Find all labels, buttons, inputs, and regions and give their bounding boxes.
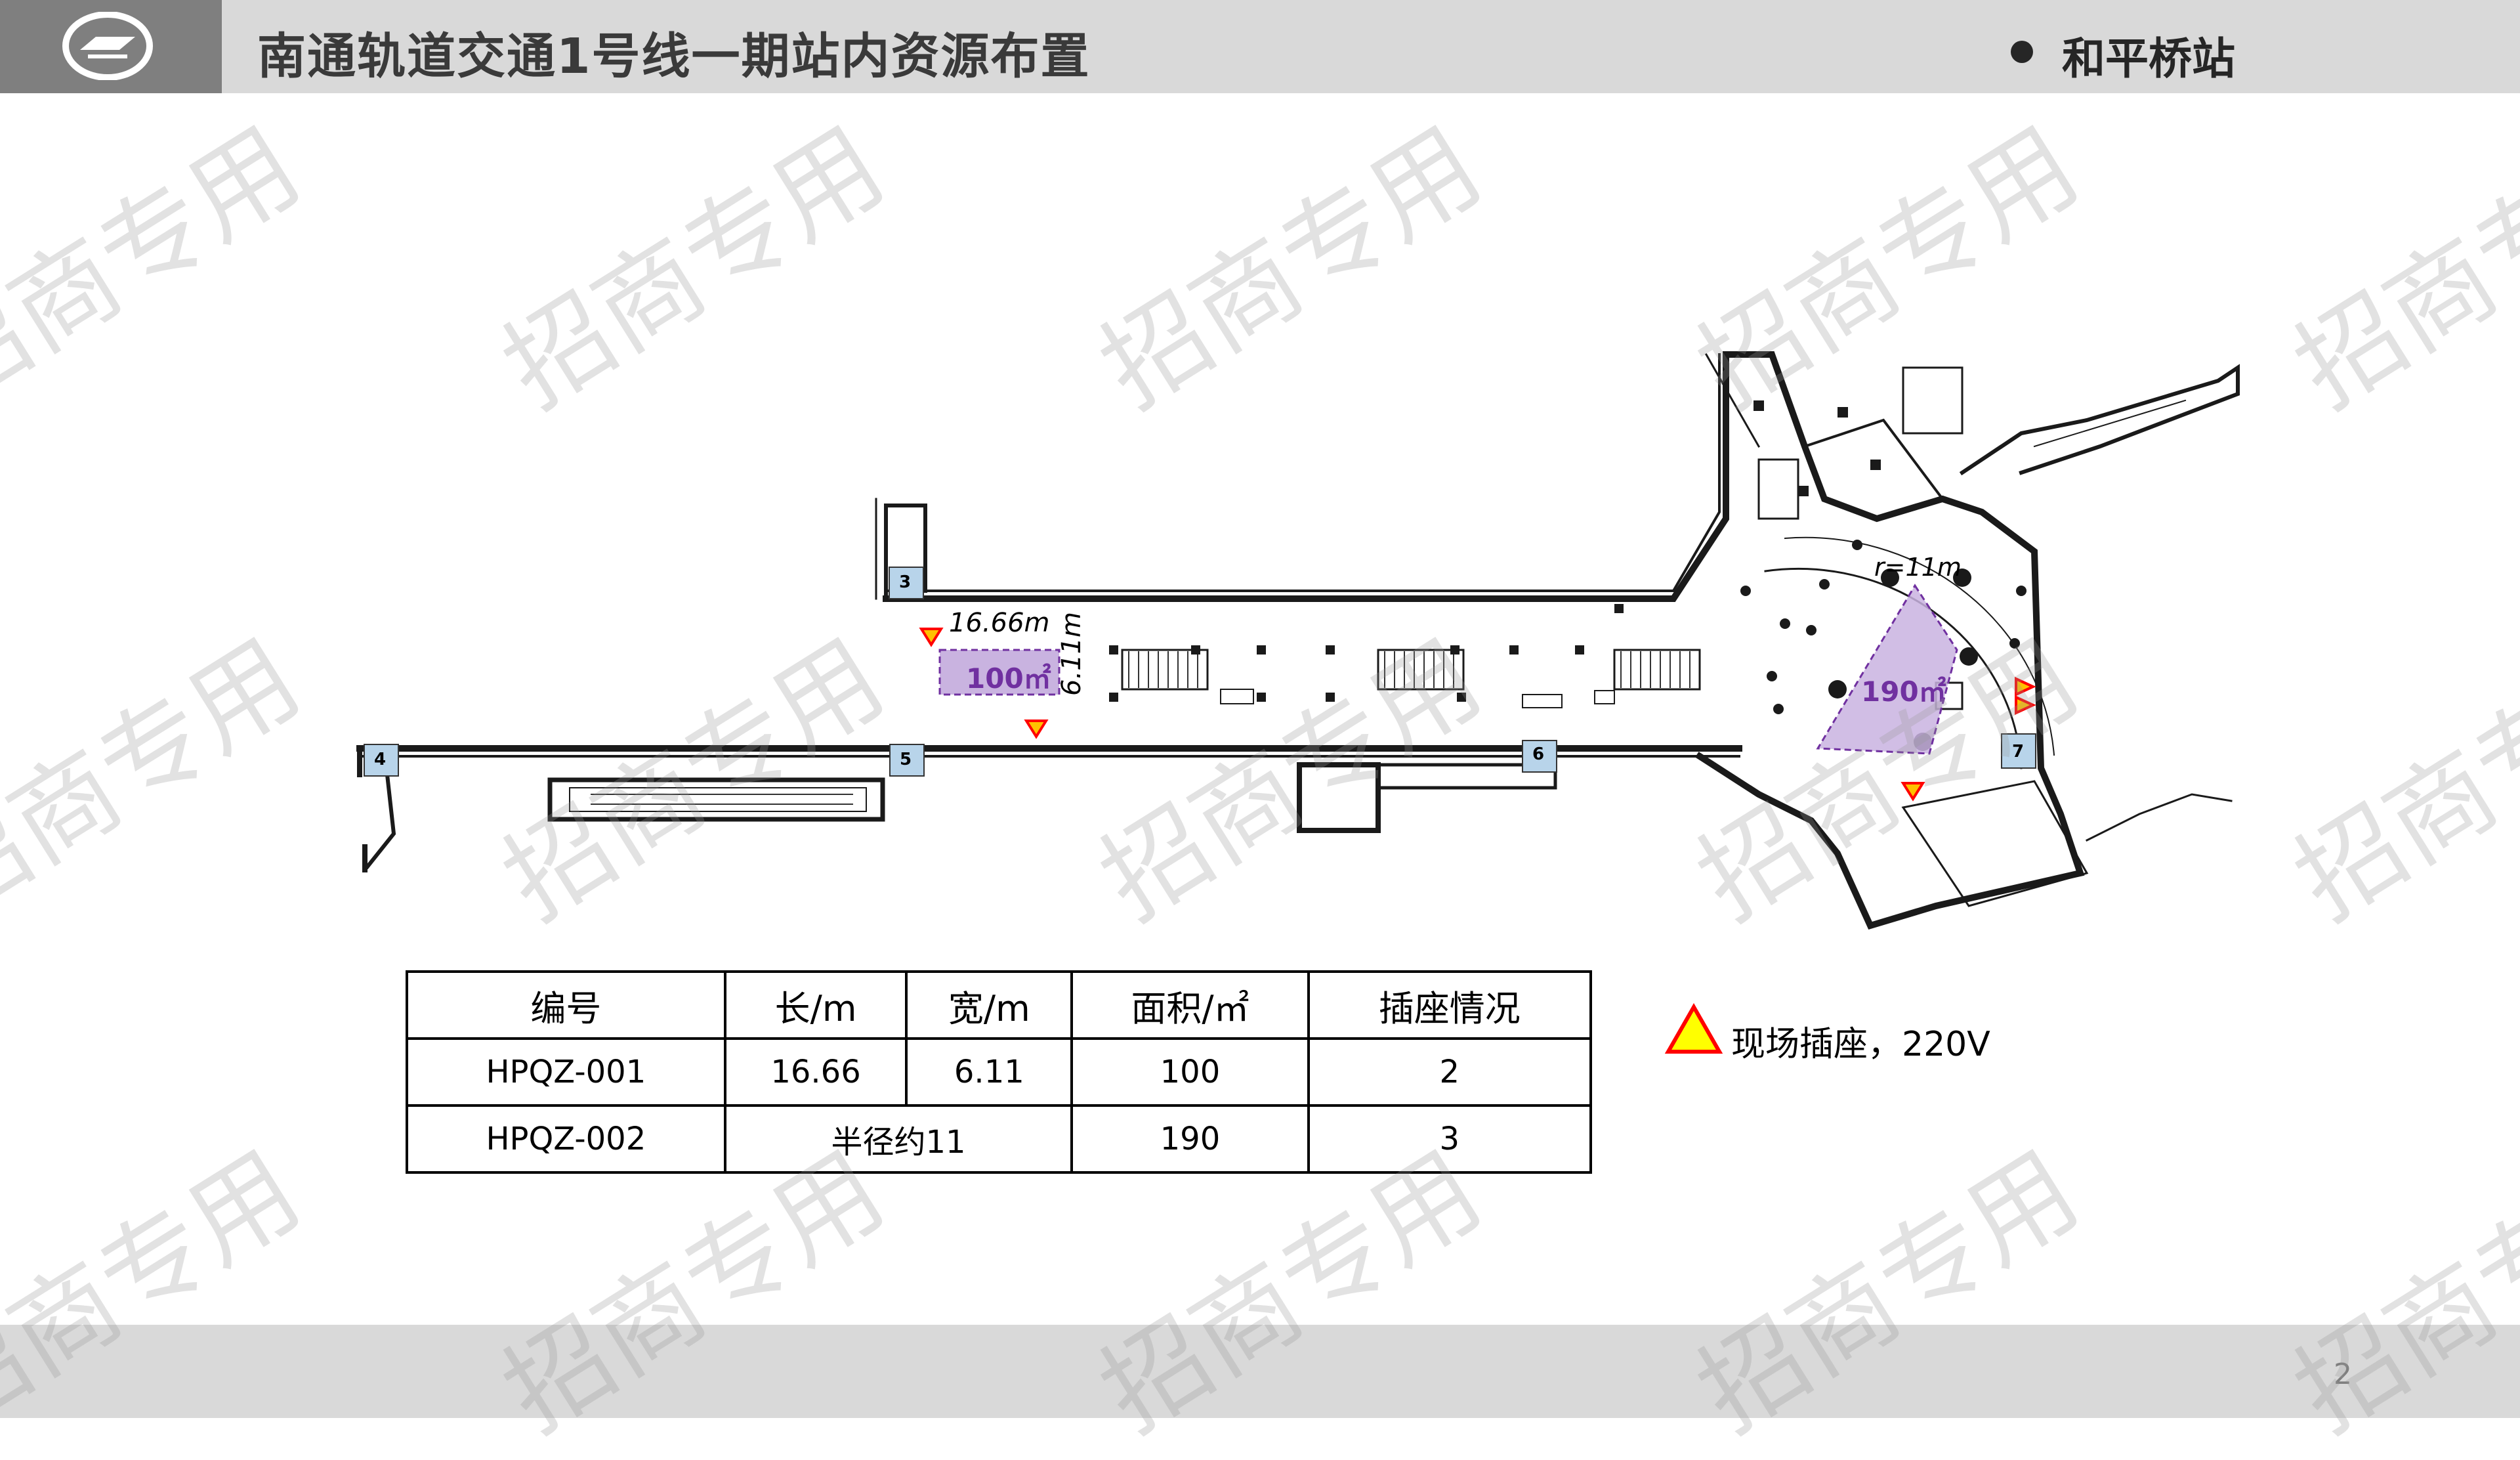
area1-width-label: 6.11m [1057, 611, 1087, 696]
page-title: 南通轨道交通1号线一期站内资源布置 [257, 28, 1091, 85]
cell-sockets: 3 [1307, 1104, 1593, 1174]
cell-area: 190 [1070, 1104, 1310, 1174]
socket-triangle-icon [919, 628, 2036, 802]
entrance-label-3: 3 [899, 572, 912, 592]
area1-length-label: 16.66m [949, 608, 1050, 638]
cell-area: 100 [1070, 1037, 1310, 1107]
socket-triangle-icon [1664, 1003, 1723, 1054]
resource-table: 编号 长/m 宽/m 面积/㎡ 插座情况 HPQZ-001 16.66 6.11… [406, 970, 1593, 1174]
footer-bar [0, 1325, 2520, 1418]
table-header-row: 编号 长/m 宽/m 面积/㎡ 插座情况 [406, 970, 1593, 1040]
header-area: 面积/㎡ [1070, 970, 1310, 1040]
entrance-label-6: 6 [1532, 744, 1545, 764]
resource-area-1 [938, 649, 1060, 696]
table-row: HPQZ-002 半径约11 190 3 [406, 1104, 1593, 1174]
cell-id: HPQZ-002 [406, 1104, 726, 1174]
bullet-dot-icon [2011, 41, 2033, 63]
station-floor-plan [356, 351, 2240, 930]
legend-text: 现场插座，220V [1731, 1025, 1990, 1064]
logo [0, 0, 222, 93]
logo-icon [62, 12, 153, 80]
header-width: 宽/m [905, 970, 1074, 1040]
entrance-label-5: 5 [900, 750, 912, 769]
header-sockets: 插座情况 [1307, 970, 1593, 1040]
cell-length: 16.66 [723, 1037, 908, 1107]
area2-radius-label: r=11m [1874, 553, 1962, 582]
entrance-markers [364, 567, 2036, 777]
area1-label: 100㎡ [966, 662, 1051, 695]
area2-label: 190㎡ [1861, 676, 1946, 708]
cell-width: 6.11 [905, 1037, 1074, 1107]
entrance-label-7: 7 [2012, 742, 2025, 762]
header-bar: 南通轨道交通1号线一期站内资源布置 和平桥站 [0, 0, 2520, 93]
resource-area-2 [1816, 584, 1958, 755]
cell-sockets: 2 [1307, 1037, 1593, 1107]
page-number: 2 [2334, 1358, 2352, 1391]
table-row: HPQZ-001 16.66 6.11 100 2 [406, 1037, 1593, 1107]
station-name: 和平桥站 [2062, 33, 2235, 84]
entrance-label-4: 4 [374, 750, 387, 769]
header-length: 长/m [723, 970, 908, 1040]
cell-dims: 半径约11 [723, 1104, 1074, 1174]
header-id: 编号 [406, 970, 726, 1040]
cell-id: HPQZ-001 [406, 1037, 726, 1107]
